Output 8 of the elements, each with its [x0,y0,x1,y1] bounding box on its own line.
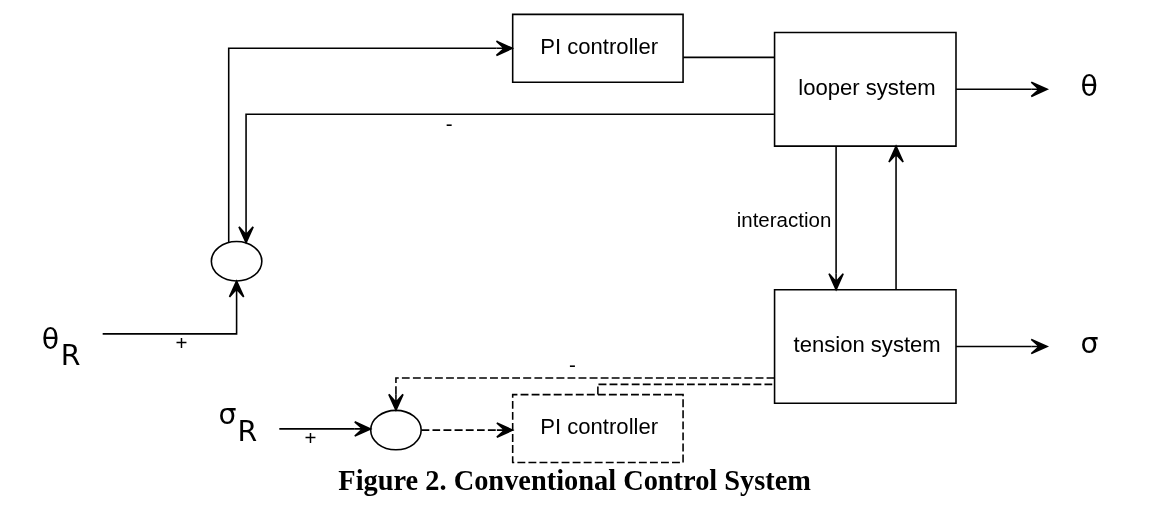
node-text: θ [1080,70,1098,104]
edge-label: + [303,426,316,450]
edge-label: + [175,331,187,355]
edge-label: - [445,111,453,135]
edge-label: interaction [736,207,831,231]
edge-label: - [568,353,576,377]
node-text: σ [1080,327,1099,361]
caption: Figure 2. Conventional Control System [337,464,811,496]
